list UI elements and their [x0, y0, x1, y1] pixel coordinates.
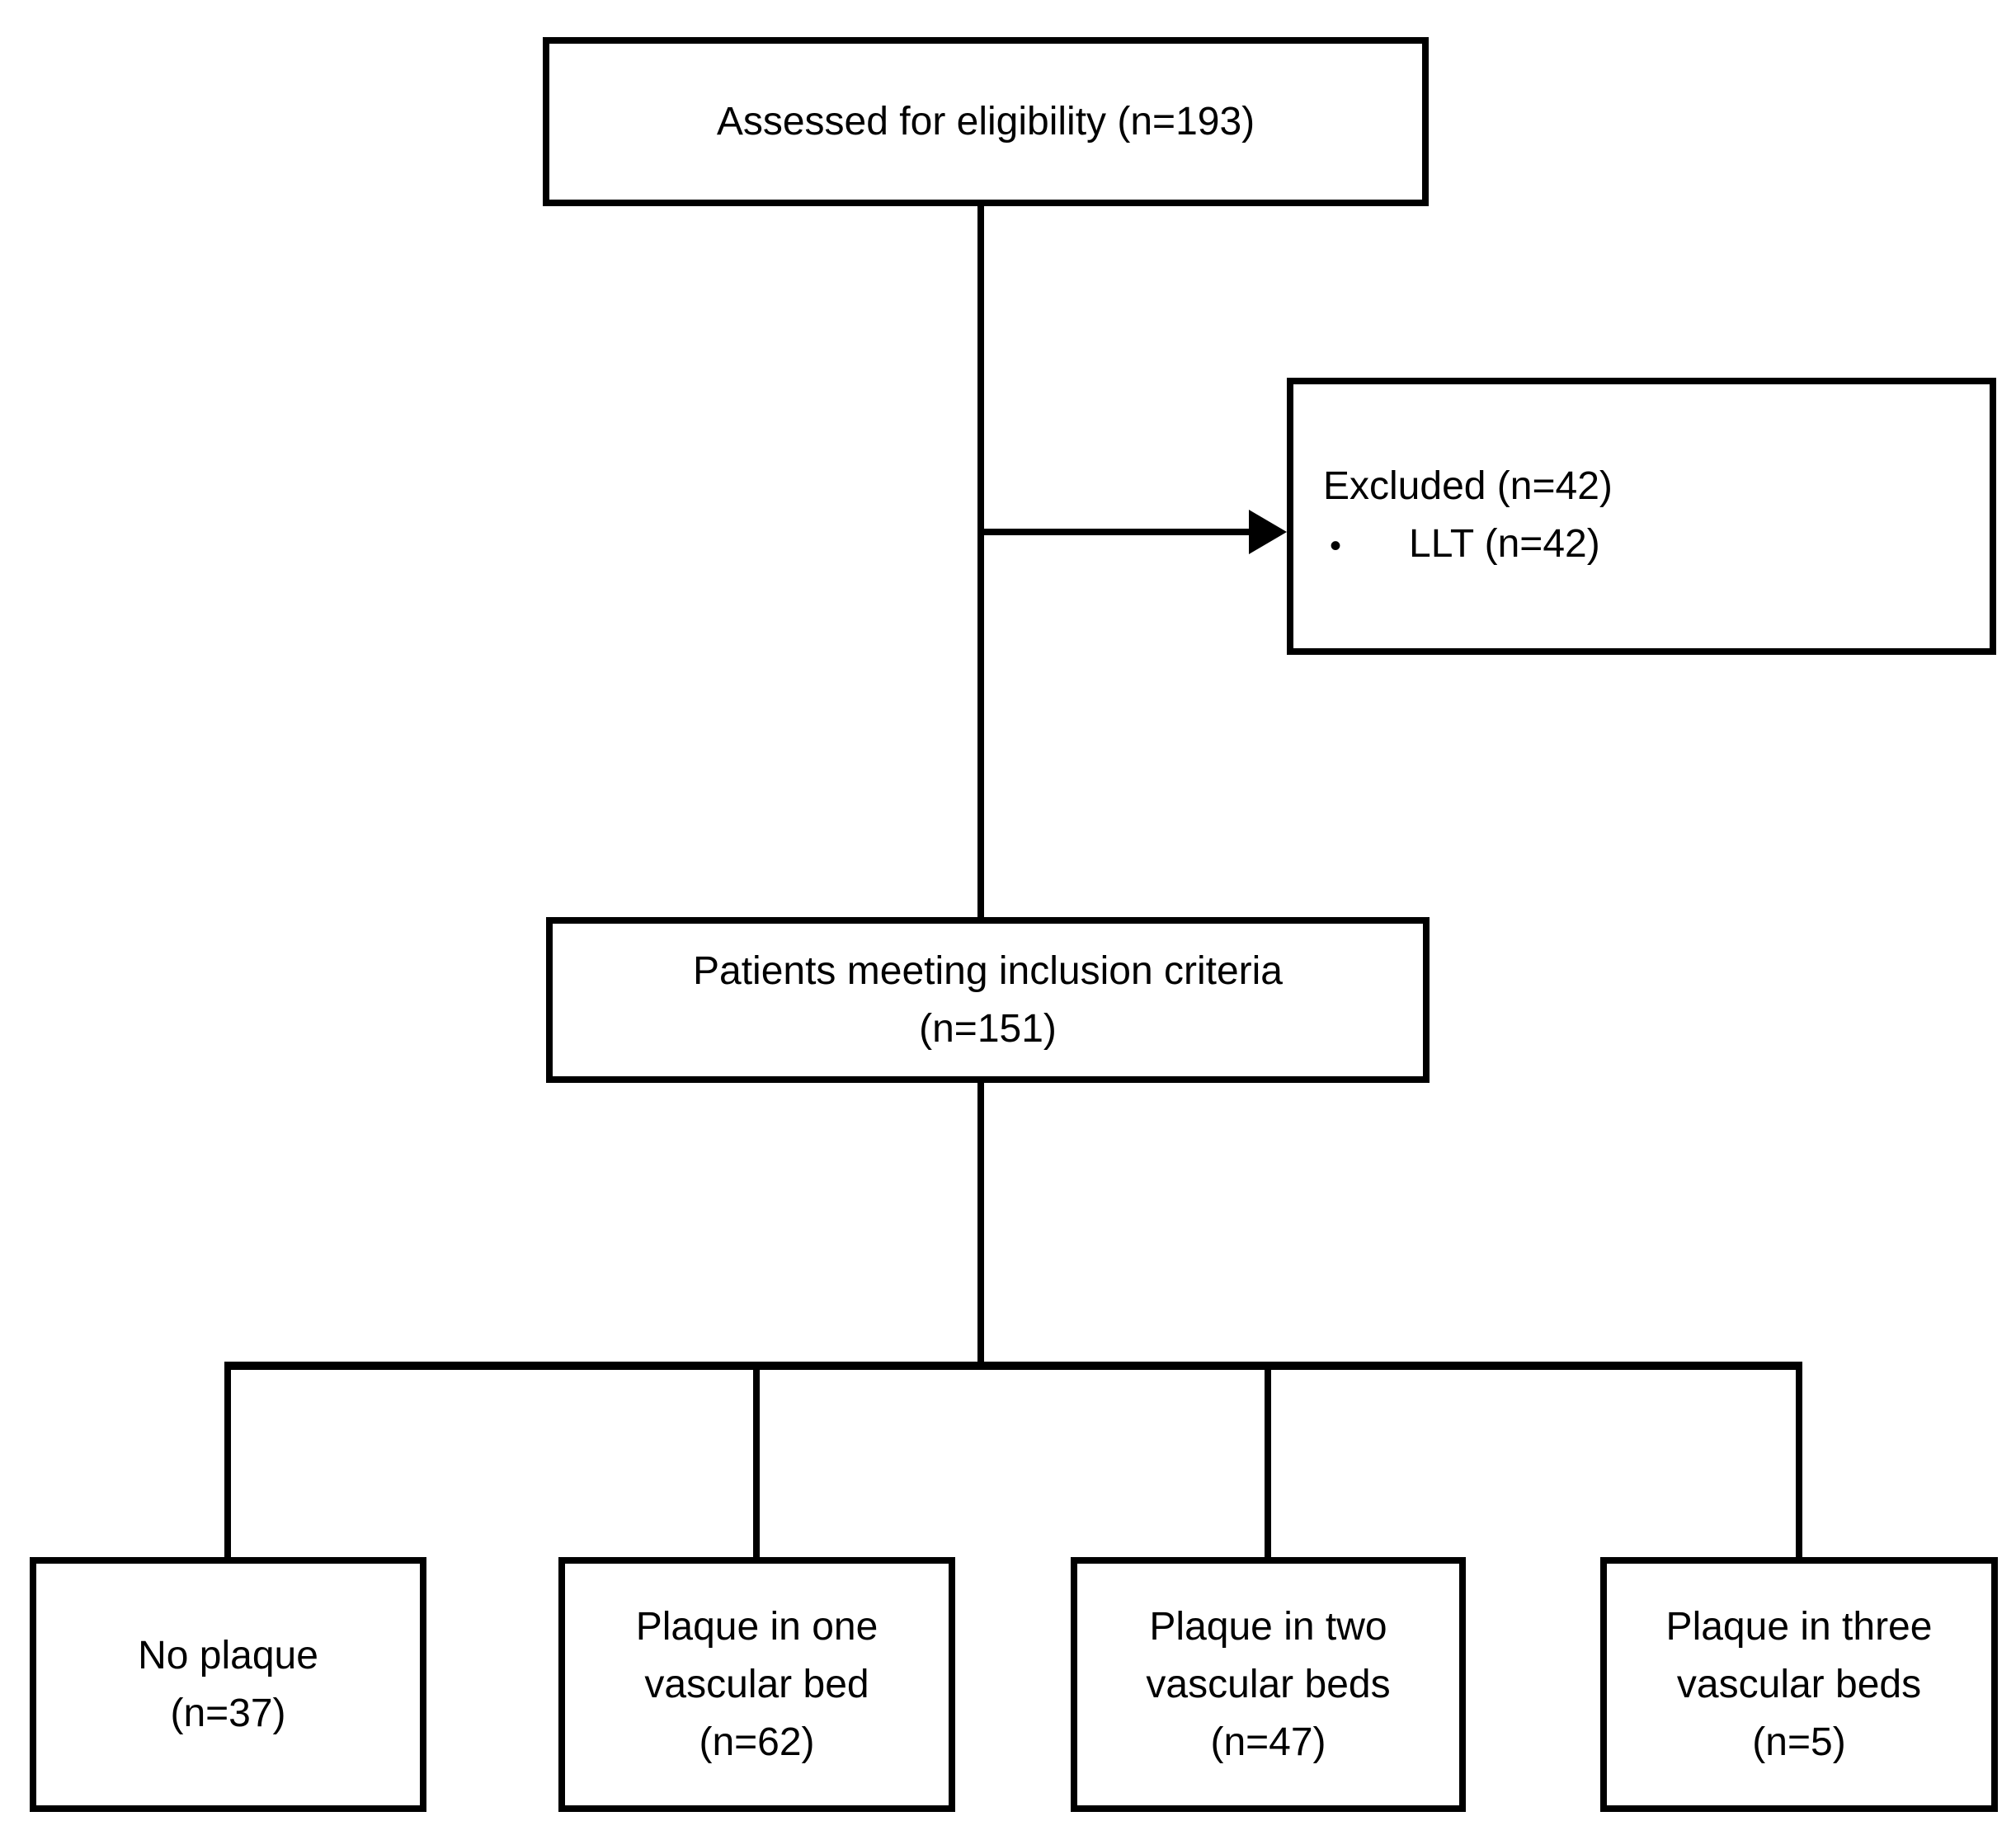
- excluded-title: Excluded (n=42): [1323, 464, 1613, 508]
- connector-drop-three-beds: [1796, 1366, 1802, 1557]
- node-count: (n=151): [919, 1006, 1057, 1051]
- node-count: (n=37): [170, 1691, 286, 1735]
- node-assessed-for-eligibility: Assessed for eligibility (n=193): [543, 37, 1429, 206]
- connector-assessed-to-inclusion: [977, 206, 984, 917]
- node-label: vascular bed: [644, 1662, 869, 1706]
- node-count: (n=47): [1210, 1720, 1326, 1764]
- connector-drop-no-plaque: [224, 1366, 231, 1557]
- bullet-icon: •: [1330, 528, 1342, 564]
- excluded-bullet-item: • LLT (n=42): [1323, 515, 1600, 575]
- node-label: Plaque in three: [1665, 1604, 1933, 1649]
- node-plaque-three-vascular-beds: Plaque in three vascular beds (n=5): [1600, 1557, 1998, 1812]
- excluded-bullet-label: LLT (n=42): [1409, 522, 1600, 566]
- connector-excluded-line: [977, 529, 1252, 535]
- node-label: Assessed for eligibility (n=193): [716, 99, 1255, 144]
- node-label: Plaque in two: [1149, 1604, 1387, 1649]
- connector-drop-one-bed: [753, 1366, 760, 1557]
- node-count: (n=5): [1752, 1720, 1846, 1764]
- node-label: vascular beds: [1676, 1662, 1922, 1706]
- connector-branch-horizontal: [224, 1362, 1802, 1370]
- arrowhead-right-icon: [1249, 510, 1287, 554]
- connector-inclusion-to-branch: [977, 1083, 984, 1366]
- connector-drop-two-beds: [1265, 1366, 1271, 1557]
- node-plaque-two-vascular-beds: Plaque in two vascular beds (n=47): [1071, 1557, 1466, 1812]
- node-inclusion-criteria: Patients meeting inclusion criteria (n=1…: [546, 917, 1430, 1083]
- node-label: No plaque: [138, 1633, 318, 1677]
- node-label: Plaque in one: [635, 1604, 878, 1649]
- node-count: (n=62): [699, 1720, 815, 1764]
- node-plaque-one-vascular-bed: Plaque in one vascular bed (n=62): [558, 1557, 955, 1812]
- node-excluded: Excluded (n=42) • LLT (n=42): [1287, 378, 1996, 655]
- node-label: Patients meeting inclusion criteria: [692, 948, 1283, 993]
- node-no-plaque: No plaque (n=37): [30, 1557, 426, 1812]
- node-label: vascular beds: [1146, 1662, 1391, 1706]
